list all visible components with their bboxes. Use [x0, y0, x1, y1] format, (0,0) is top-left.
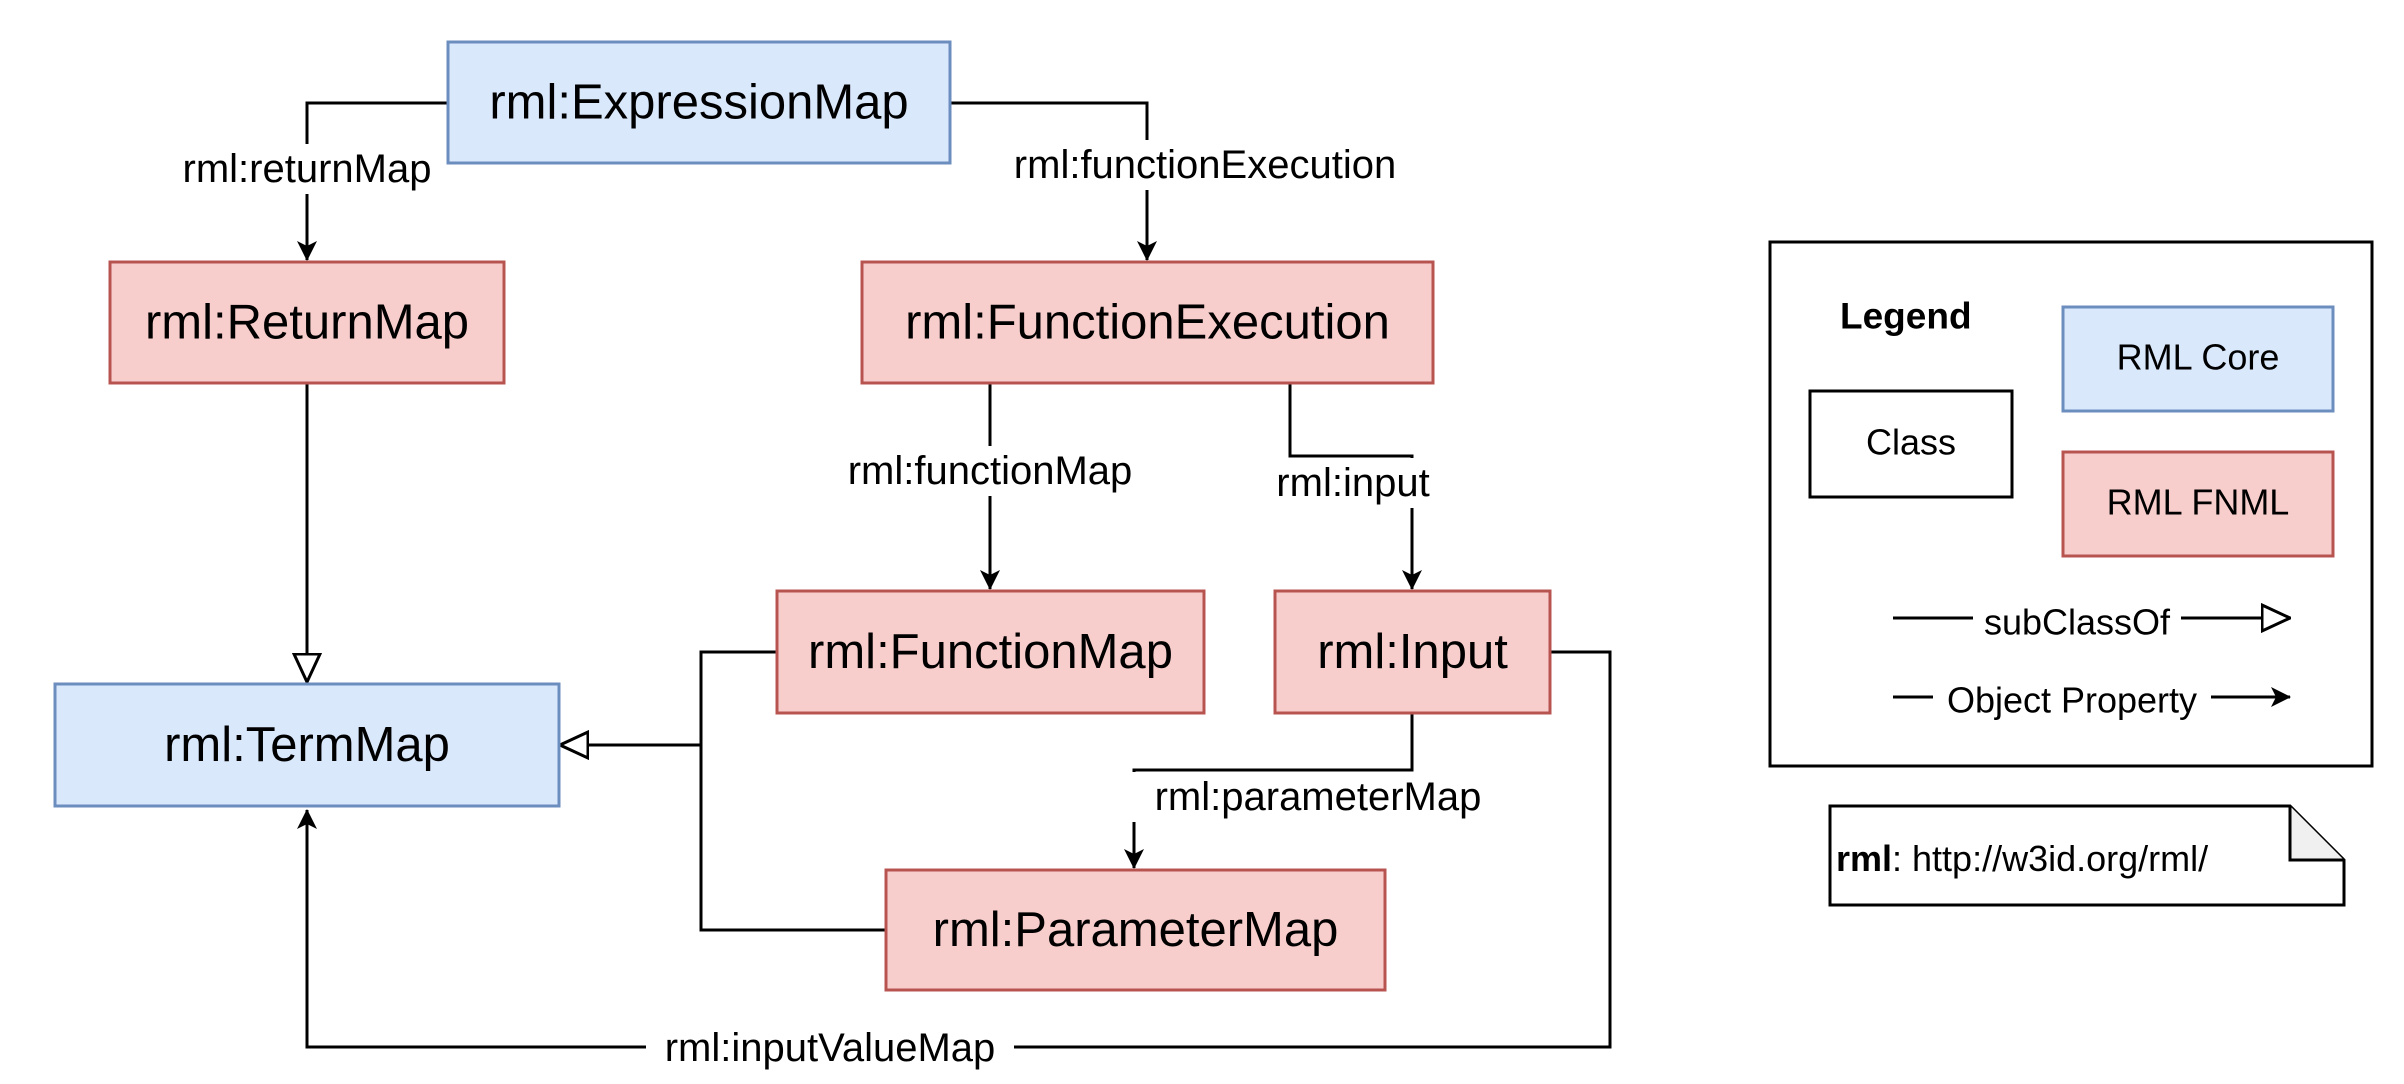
node-term-map: rml:TermMap [53, 682, 561, 808]
edge-input [1288, 383, 1422, 590]
legend-subclass-label: subClassOf [1984, 602, 2171, 643]
node-input: rml:Input [1273, 589, 1552, 715]
node-expression-map: rml:ExpressionMap [446, 40, 952, 165]
node-function-map: rml:FunctionMap [775, 589, 1206, 715]
namespace-uri: : http://w3id.org/rml/ [1892, 838, 2208, 879]
edge-input-value-map [297, 650, 1612, 1049]
label-input-value-map: rml:inputValueMap [665, 1026, 996, 1070]
edge-functionmap-subclass [560, 650, 777, 745]
label-input: rml:input [1276, 461, 1429, 505]
legend-subclass: subClassOf [1893, 598, 2290, 643]
label-return-map: rml:returnMap [183, 147, 432, 191]
node-input-label: rml:Input [1317, 625, 1508, 679]
legend-core-label: RML Core [2117, 337, 2280, 378]
legend-class-swatch: Class [1808, 389, 2014, 499]
legend-class-label: Class [1866, 422, 1956, 463]
edge-return-map [297, 101, 448, 261]
node-parameter-map-label: rml:ParameterMap [933, 903, 1339, 957]
edge-function-execution [950, 101, 1157, 261]
label-function-execution: rml:functionExecution [1014, 143, 1396, 187]
legend-object-property-label: Object Property [1947, 680, 2197, 721]
legend-core-swatch: RML Core [2061, 305, 2335, 413]
legend-object-property: Object Property [1893, 678, 2291, 722]
legend-fnml-label: RML FNML [2107, 482, 2290, 523]
legend-title: Legend [1840, 296, 1972, 337]
node-function-execution-label: rml:FunctionExecution [905, 296, 1390, 350]
node-function-execution: rml:FunctionExecution [860, 260, 1435, 385]
legend-fnml-swatch: RML FNML [2061, 450, 2335, 558]
edges [297, 101, 1612, 1049]
legend: Legend Class RML Core RML FNML subClassO… [1768, 240, 2374, 768]
label-parameter-map: rml:parameterMap [1155, 775, 1482, 819]
node-return-map: rml:ReturnMap [108, 260, 506, 385]
node-term-map-label: rml:TermMap [164, 718, 450, 772]
node-expression-map-label: rml:ExpressionMap [489, 76, 908, 130]
namespace-prefix: rml [1836, 838, 1892, 879]
edge-parametermap-subclass [699, 745, 886, 932]
node-function-map-label: rml:FunctionMap [808, 625, 1173, 679]
namespace-note: rml: http://w3id.org/rml/ [1828, 804, 2346, 907]
namespace-text: rml: http://w3id.org/rml/ [1836, 838, 2208, 879]
node-parameter-map: rml:ParameterMap [884, 868, 1387, 992]
node-return-map-label: rml:ReturnMap [145, 296, 469, 350]
label-function-map: rml:functionMap [848, 449, 1133, 493]
edge-labels: rml:returnMap rml:functionExecution rml:… [168, 140, 1506, 1072]
